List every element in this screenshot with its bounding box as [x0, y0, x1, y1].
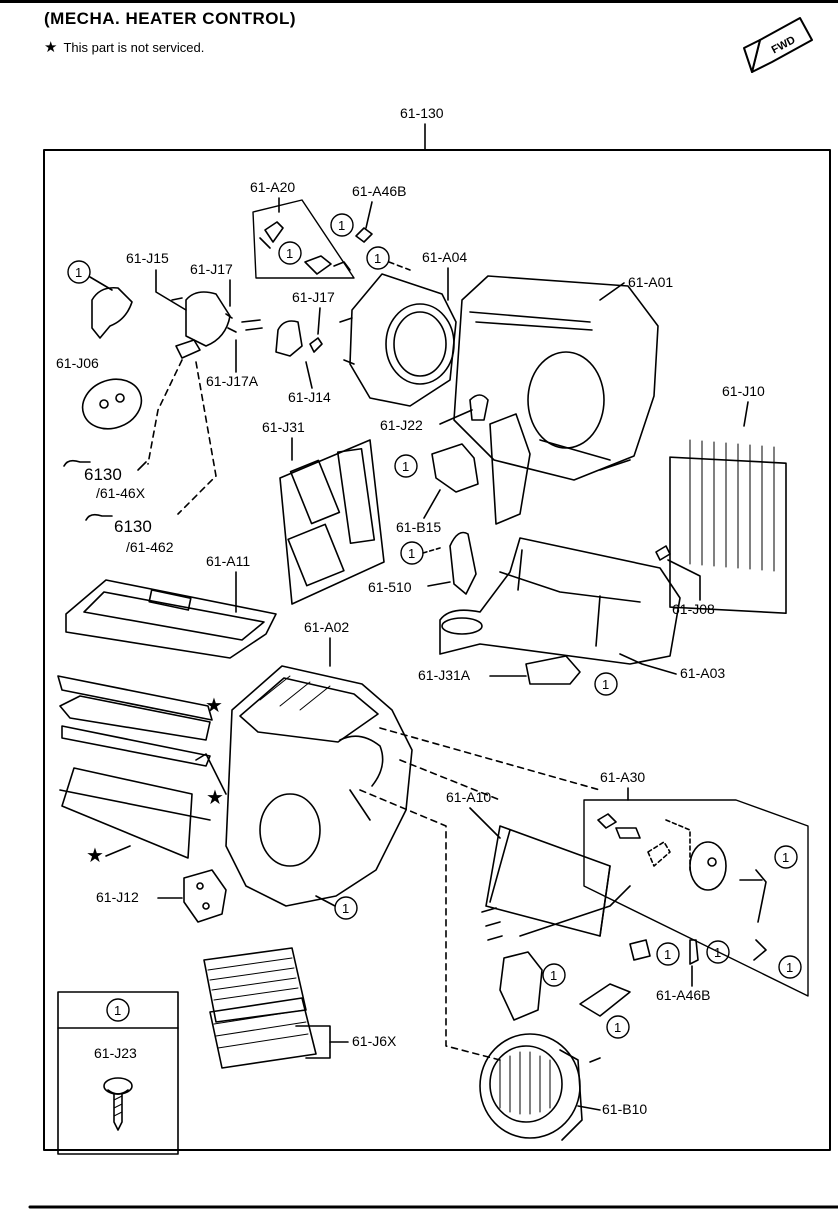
label-61-J06: 61-J06: [56, 355, 99, 371]
not-serviced-star: ★: [205, 695, 223, 717]
label-61-J08: 61-J08: [672, 601, 715, 617]
svg-text:1: 1: [714, 945, 721, 960]
label-61-A11: 61-A11: [206, 553, 250, 569]
label-61-J10: 61-J10: [722, 383, 765, 399]
label-61-J6X: 61-J6X: [352, 1033, 397, 1049]
callout-1: 1: [774, 845, 798, 869]
label-61-J23: 61-J23: [94, 1045, 137, 1061]
callout-1: 1: [67, 260, 91, 284]
label-61-J15: 61-J15: [126, 250, 169, 266]
label-61-B10: 61-B10: [602, 1101, 647, 1117]
label-61-J14: 61-J14: [288, 389, 331, 405]
callout-1: 1: [594, 672, 618, 696]
star-icon: ★: [44, 39, 58, 56]
ref-61-462: /61-462: [126, 539, 174, 555]
callout-1: 1: [334, 896, 358, 920]
callout-1: 1: [278, 241, 302, 265]
label-61-510: 61-510: [368, 579, 412, 595]
label-61-J17-a: 61-J17: [190, 261, 233, 277]
not-serviced-star: ★: [206, 787, 224, 809]
svg-text:1: 1: [786, 960, 793, 975]
svg-text:1: 1: [75, 265, 82, 280]
label-61-130: 61-130: [400, 105, 444, 121]
callout-1: 1: [394, 454, 418, 478]
label-61-A03: 61-A03: [680, 665, 725, 681]
svg-text:1: 1: [550, 968, 557, 983]
svg-text:1: 1: [286, 246, 293, 261]
callout-1: 1: [330, 213, 354, 237]
label-61-J17A: 61-J17A: [206, 373, 259, 389]
callout-1: 1: [366, 246, 390, 270]
svg-text:1: 1: [782, 850, 789, 865]
label-61-A20: 61-A20: [250, 179, 295, 195]
note-text: This part is not serviced.: [63, 40, 205, 55]
callout-1: 1: [400, 541, 424, 565]
label-61-J17-b: 61-J17: [292, 289, 335, 305]
ref-6130-a: 6130: [84, 465, 122, 484]
svg-text:1: 1: [114, 1003, 121, 1018]
ref-6130-b: 6130: [114, 517, 152, 536]
not-serviced-star: ★: [86, 845, 104, 867]
callout-1: 1: [606, 1015, 630, 1039]
top-rule: [0, 0, 838, 3]
callout-1: 1: [656, 942, 680, 966]
label-61-J22: 61-J22: [380, 417, 423, 433]
svg-text:1: 1: [614, 1020, 621, 1035]
callout-1: 1: [706, 940, 730, 964]
diagram-title: (MECHA. HEATER CONTROL): [44, 9, 296, 28]
ref-61-46X: /61-46X: [96, 485, 146, 501]
label-61-J31: 61-J31: [262, 419, 305, 435]
label-61-A46B-bottom: 61-A46B: [656, 987, 710, 1003]
not-serviced-note: ★ This part is not serviced.: [44, 38, 204, 56]
label-61-B15: 61-B15: [396, 519, 441, 535]
inset-key-callout: 1: [106, 998, 130, 1022]
screw-icon: [103, 1077, 133, 1131]
svg-text:1: 1: [402, 459, 409, 474]
svg-text:1: 1: [602, 677, 609, 692]
label-61-A02: 61-A02: [304, 619, 349, 635]
svg-text:1: 1: [408, 546, 415, 561]
svg-text:1: 1: [338, 218, 345, 233]
label-61-J31A: 61-J31A: [418, 667, 471, 683]
label-61-A10: 61-A10: [446, 789, 491, 805]
label-61-A04: 61-A04: [422, 249, 467, 265]
fwd-arrow-icon: FWD: [743, 17, 813, 73]
label-61-A46B-top: 61-A46B: [352, 183, 406, 199]
callout-1: 1: [542, 963, 566, 987]
svg-text:1: 1: [342, 901, 349, 916]
callout-1: 1: [778, 955, 802, 979]
label-61-A01: 61-A01: [628, 274, 673, 290]
label-61-J12: 61-J12: [96, 889, 139, 905]
label-61-A30: 61-A30: [600, 769, 645, 785]
svg-text:1: 1: [664, 947, 671, 962]
svg-text:1: 1: [374, 251, 381, 266]
